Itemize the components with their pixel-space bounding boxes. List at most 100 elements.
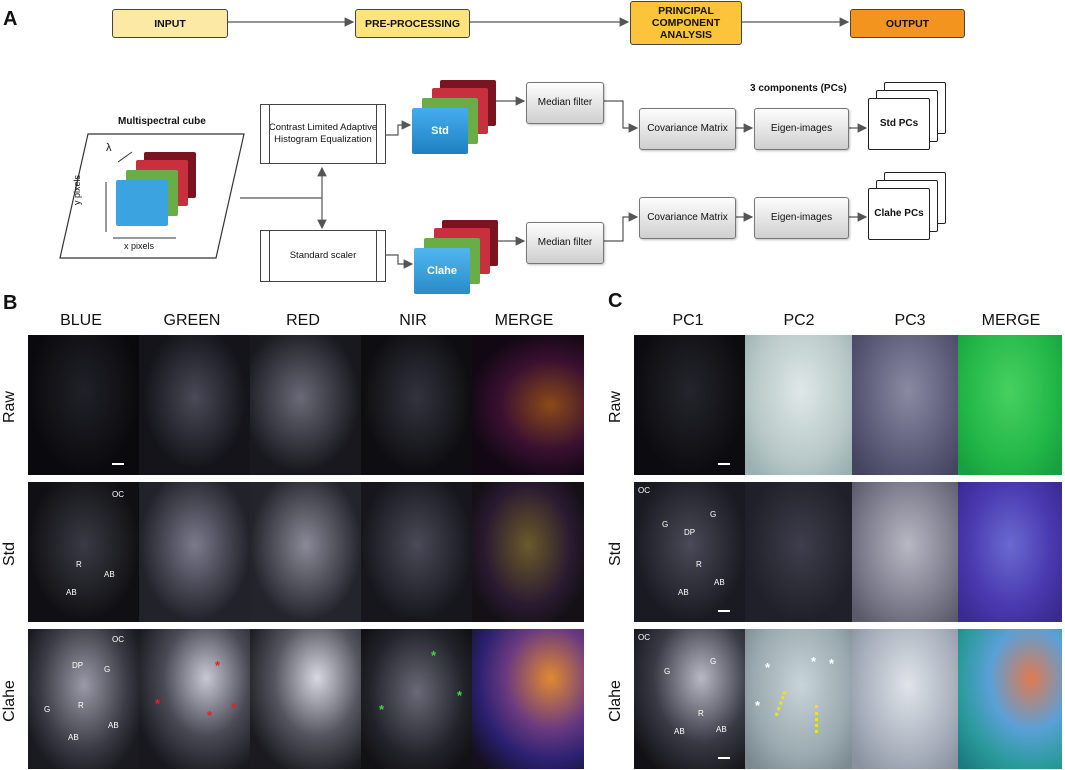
label-r: R bbox=[698, 709, 704, 718]
b-col-green: GREEN bbox=[163, 312, 221, 329]
b-raw-nir-image bbox=[361, 335, 473, 475]
y-pixels-label: y pixels bbox=[72, 174, 82, 205]
white-asterisk-marker: * bbox=[755, 698, 761, 713]
b-raw-merge-image bbox=[472, 335, 584, 475]
c-std-merge-image bbox=[958, 482, 1062, 622]
b-std-merge-image bbox=[472, 482, 584, 622]
c-clahe-pc1-image: OC G G R AB AB bbox=[634, 629, 746, 769]
b-clahe-blue-image: OC DP G G R AB AB bbox=[28, 629, 140, 769]
scale-bar bbox=[112, 463, 124, 465]
label-g-left: G bbox=[44, 705, 51, 714]
cube-blue-layer bbox=[116, 180, 168, 226]
cube-title: Multispectral cube bbox=[118, 116, 206, 127]
c-row-std: Std bbox=[607, 542, 624, 567]
label-ab-right: AB bbox=[104, 570, 115, 579]
b-std-blue-image: OC R AB AB bbox=[28, 482, 140, 622]
c-raw-pc3-image bbox=[852, 335, 964, 475]
b-row-clahe: Clahe bbox=[1, 680, 18, 722]
c-col-merge: MERGE bbox=[981, 312, 1041, 329]
c-row-raw: Raw bbox=[607, 391, 624, 424]
c-col-pc1: PC1 bbox=[672, 312, 704, 329]
components-label: 3 components (PCs) bbox=[750, 83, 847, 94]
c-raw-pc2-image bbox=[745, 335, 857, 475]
label-g-right: G bbox=[710, 657, 717, 666]
b-col-merge: MERGE bbox=[494, 312, 554, 329]
green-asterisk-marker: * bbox=[431, 648, 437, 663]
median-filter-bottom: Median filter bbox=[526, 222, 604, 264]
c-col-pc2: PC2 bbox=[783, 312, 815, 329]
label-dp: DP bbox=[72, 661, 84, 670]
b-clahe-merge-image bbox=[472, 629, 584, 769]
c-row-clahe: Clahe bbox=[607, 680, 624, 722]
label-ab-right: AB bbox=[716, 725, 727, 734]
label-oc: OC bbox=[638, 633, 650, 642]
b-clahe-green-image: * * * * bbox=[139, 629, 251, 769]
b-std-nir-image bbox=[361, 482, 473, 622]
label-r: R bbox=[78, 701, 84, 710]
label-g-right: G bbox=[710, 510, 717, 519]
b-clahe-nir-image: * * * bbox=[361, 629, 473, 769]
yellow-dotted-marker bbox=[774, 690, 790, 718]
b-col-blue: BLUE bbox=[60, 312, 102, 329]
lambda-label: λ bbox=[106, 142, 112, 154]
label-ab-right: AB bbox=[108, 721, 119, 730]
b-std-green-image bbox=[139, 482, 251, 622]
green-asterisk-marker: * bbox=[379, 702, 385, 717]
clahe-stack-label: Clahe bbox=[414, 248, 470, 294]
output-step: OUTPUT bbox=[850, 9, 965, 38]
green-asterisk-marker: * bbox=[457, 688, 463, 703]
c-std-pc1-image: OC G G DP R AB AB bbox=[634, 482, 746, 622]
b-clahe-red-image bbox=[250, 629, 362, 769]
white-asterisk-marker: * bbox=[829, 656, 835, 671]
c-clahe-merge-image bbox=[958, 629, 1062, 769]
std-stack-label: Std bbox=[412, 108, 468, 154]
label-r: R bbox=[696, 560, 702, 569]
red-asterisk-marker: * bbox=[215, 658, 221, 673]
input-step: INPUT bbox=[112, 9, 228, 38]
red-asterisk-marker: * bbox=[231, 700, 237, 715]
eigen-images-top: Eigen-images bbox=[754, 108, 849, 150]
label-ab-left: AB bbox=[66, 588, 77, 597]
b-std-red-image bbox=[250, 482, 362, 622]
label-oc: OC bbox=[112, 635, 124, 644]
c-raw-merge-image bbox=[958, 335, 1062, 475]
label-g-left: G bbox=[662, 520, 669, 529]
c-clahe-pc3-image bbox=[852, 629, 964, 769]
panel-label-a: A bbox=[3, 8, 18, 30]
label-ab-left: AB bbox=[678, 588, 689, 597]
label-r: R bbox=[76, 560, 82, 569]
red-asterisk-marker: * bbox=[155, 696, 161, 711]
label-dp: DP bbox=[684, 528, 696, 537]
covariance-matrix-top: Covariance Matrix bbox=[639, 108, 736, 150]
label-oc: OC bbox=[638, 486, 650, 495]
label-g-right: G bbox=[104, 665, 111, 674]
label-ab-left: AB bbox=[68, 733, 79, 742]
scale-bar bbox=[718, 463, 730, 465]
b-col-nir: NIR bbox=[399, 312, 427, 329]
scale-bar bbox=[718, 610, 730, 612]
x-pixels-label: x pixels bbox=[124, 241, 155, 251]
c-clahe-pc2-image: * * * * bbox=[745, 629, 857, 769]
clahe-process-box: Contrast Limited Adaptive Histogram Equa… bbox=[260, 104, 386, 164]
red-asterisk-marker: * bbox=[207, 708, 213, 723]
white-asterisk-marker: * bbox=[765, 660, 771, 675]
b-row-raw: Raw bbox=[1, 391, 18, 424]
c-col-pc3: PC3 bbox=[894, 312, 926, 329]
c-std-pc2-image bbox=[745, 482, 857, 622]
connector-lines bbox=[228, 17, 868, 269]
b-raw-red-image bbox=[250, 335, 362, 475]
yellow-dotted-marker bbox=[815, 705, 821, 733]
scale-bar bbox=[718, 757, 730, 759]
c-raw-pc1-image bbox=[634, 335, 746, 475]
c-std-pc3-image bbox=[852, 482, 964, 622]
b-row-std: Std bbox=[1, 542, 18, 567]
eigen-images-bottom: Eigen-images bbox=[754, 197, 849, 239]
label-ab-right: AB bbox=[714, 578, 725, 587]
panel-label-c: C bbox=[608, 290, 623, 312]
b-col-red: RED bbox=[286, 312, 320, 329]
label-g-left: G bbox=[664, 667, 671, 676]
median-filter-top: Median filter bbox=[526, 82, 604, 124]
pca-step: PRINCIPAL COMPONENT ANALYSIS bbox=[630, 1, 742, 45]
label-ab-left: AB bbox=[674, 727, 685, 736]
std-pcs-front: Std PCs bbox=[868, 98, 930, 150]
